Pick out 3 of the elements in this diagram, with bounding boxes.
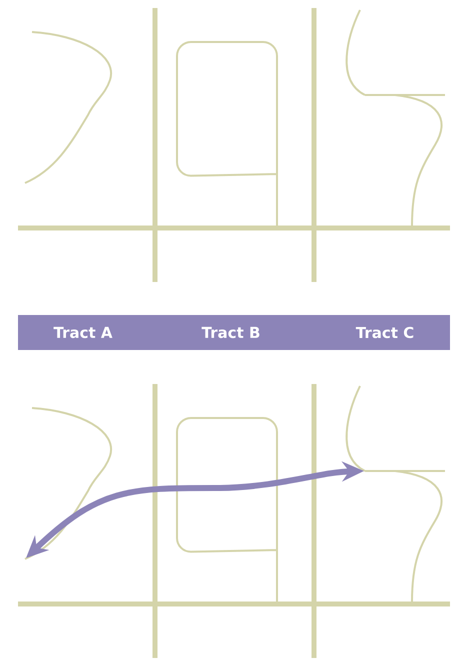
boundary-line: [24, 407, 112, 560]
label-band: Tract A Tract B Tract C: [18, 315, 450, 350]
boundary-line: [365, 470, 445, 472]
